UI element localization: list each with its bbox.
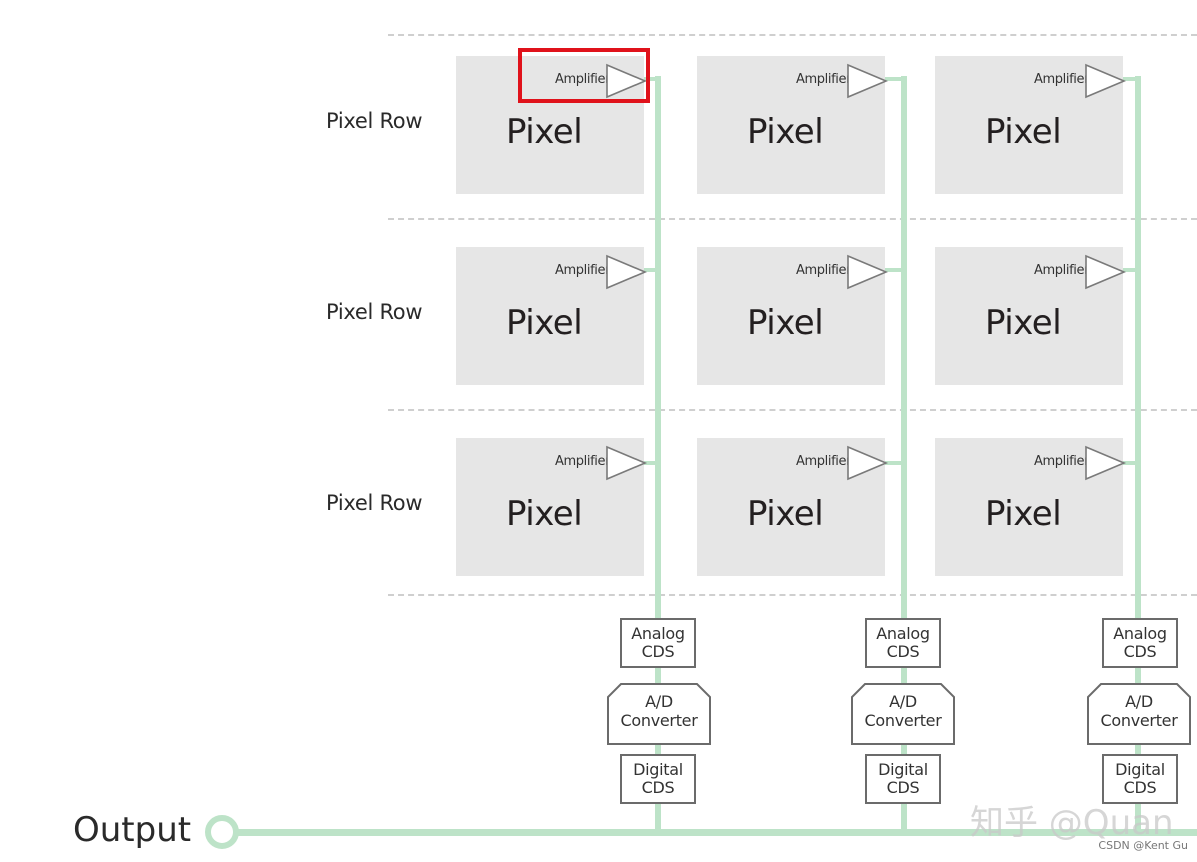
pixel-cell: Amplifier Pixel: [697, 56, 889, 194]
amplifier-label: Amplifier: [555, 263, 610, 278]
amplifier-triangle-icon: [1085, 63, 1127, 99]
digital-cds-line2: CDS: [886, 778, 920, 797]
ad-converter-shape: [851, 683, 955, 745]
amplifier-triangle-icon: [606, 445, 648, 481]
amplifier-label: Amplifier: [555, 454, 610, 469]
row-separator: [388, 34, 1197, 36]
pixel-label: Pixel: [506, 112, 583, 152]
amplifier-triangle-icon: [1085, 254, 1127, 290]
amplifier-bus-link: [884, 268, 907, 272]
pixel-label: Pixel: [985, 494, 1062, 534]
pixel-label: Pixel: [747, 303, 824, 343]
pixel-cell: Amplifier Pixel: [697, 438, 889, 576]
pixel-cell: Amplifier Pixel: [456, 438, 648, 576]
ad-converter-line2: Converter: [1100, 711, 1178, 730]
ad-converter-line2: Converter: [864, 711, 942, 730]
pixel-cell: Amplifier Pixel: [456, 56, 648, 194]
pixel-label: Pixel: [985, 303, 1062, 343]
row-separator: [388, 594, 1197, 596]
output-bus: [225, 829, 1197, 836]
amplifier-label: Amplifier: [555, 72, 610, 87]
analog-cds-line2: CDS: [1123, 642, 1157, 661]
pixel-label: Pixel: [506, 494, 583, 534]
ad-converter-line2: Converter: [620, 711, 698, 730]
pixel-cell: Amplifier Pixel: [935, 438, 1127, 576]
pixel-cell: Amplifier Pixel: [935, 247, 1127, 385]
column-bus-1: [655, 76, 661, 830]
ad-converter-line1: A/D: [645, 692, 673, 711]
ad-converter-shape: [1087, 683, 1191, 745]
pixel-label: Pixel: [985, 112, 1062, 152]
amplifier-highlight-box: [518, 48, 650, 103]
analog-cds-line2: CDS: [886, 642, 920, 661]
analog-cds-line2: CDS: [641, 642, 675, 661]
digital-cds-line2: CDS: [641, 778, 675, 797]
pixel-label: Pixel: [747, 494, 824, 534]
amplifier-bus-link: [640, 77, 661, 81]
row-separator: [388, 218, 1197, 220]
pixel-row-label: Pixel Row: [326, 491, 423, 515]
pixel-cell: Amplifier Pixel: [935, 56, 1127, 194]
amplifier-bus-link: [640, 461, 661, 465]
amplifier-bus-link: [1121, 268, 1141, 272]
pixel-cell: Amplifier Pixel: [697, 247, 889, 385]
amplifier-bus-link: [640, 268, 661, 272]
column-bus-2: [901, 76, 907, 830]
amplifier-label: Amplifier: [796, 263, 851, 278]
digital-cds-line1: Digital: [1115, 760, 1165, 779]
amplifier-label: Amplifier: [1034, 454, 1089, 469]
column-bus-3: [1135, 76, 1141, 830]
analog-cds-line1: Analog: [1113, 624, 1167, 643]
amplifier-bus-link: [1121, 461, 1141, 465]
amplifier-triangle-icon: [1085, 445, 1127, 481]
amplifier-triangle-icon: [606, 254, 648, 290]
amplifier-label: Amplifier: [796, 454, 851, 469]
digital-cds-line2: CDS: [1123, 778, 1157, 797]
pixel-row-label: Pixel Row: [326, 109, 423, 133]
pixel-label: Pixel: [506, 303, 583, 343]
amplifier-label: Amplifier: [1034, 263, 1089, 278]
ad-converter-line1: A/D: [889, 692, 917, 711]
watermark: 知乎 @Quan: [970, 803, 1174, 843]
amplifier-triangle-icon: [847, 254, 889, 290]
digital-cds-line1: Digital: [878, 760, 928, 779]
ad-converter-line1: A/D: [1125, 692, 1153, 711]
digital-cds-line1: Digital: [633, 760, 683, 779]
pixel-row-label: Pixel Row: [326, 300, 423, 324]
amplifier-bus-link: [884, 461, 907, 465]
amplifier-label: Amplifier: [1034, 72, 1089, 87]
pixel-label: Pixel: [747, 112, 824, 152]
source-credit: CSDN @Kent Gu: [1098, 839, 1188, 852]
analog-cds-line1: Analog: [876, 624, 930, 643]
ad-converter-shape: [607, 683, 711, 745]
amplifier-triangle-icon: [847, 63, 889, 99]
row-separator: [388, 409, 1197, 411]
pixel-cell: Amplifier Pixel: [456, 247, 648, 385]
amplifier-triangle-icon: [847, 445, 889, 481]
output-label: Output: [73, 810, 192, 850]
amplifier-triangle-icon: [606, 63, 648, 99]
amplifier-bus-link: [1121, 77, 1141, 81]
amplifier-label: Amplifier: [796, 72, 851, 87]
output-node: [205, 815, 239, 849]
analog-cds-line1: Analog: [631, 624, 685, 643]
amplifier-bus-link: [884, 77, 907, 81]
